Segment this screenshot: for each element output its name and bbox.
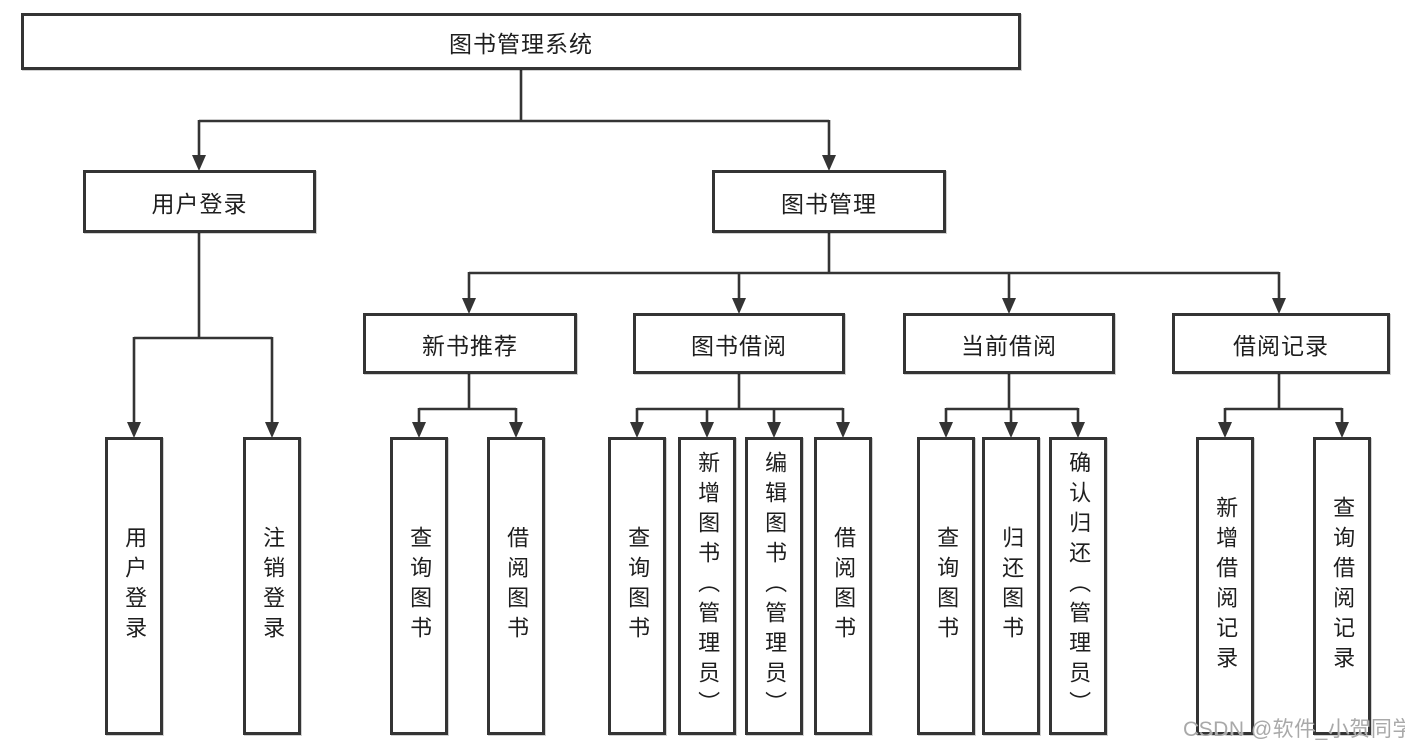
leaf-add-book-admin: 新增图书（管理员） xyxy=(678,437,736,735)
leaf-query-borrow-record: 查询借阅记录 xyxy=(1313,437,1371,735)
node-new-book-recommend: 新书推荐 xyxy=(363,313,577,374)
leaf-user-login-label: 用户登录 xyxy=(122,526,148,646)
leaf-query-books-current-label: 查询图书 xyxy=(934,526,960,646)
leaf-edit-book-admin: 编辑图书（管理员） xyxy=(745,437,803,735)
leaf-add-borrow-record-label: 新增借阅记录 xyxy=(1213,496,1239,676)
leaf-edit-book-admin-label: 编辑图书（管理员） xyxy=(762,451,788,721)
leaf-query-books-borrow-label: 查询图书 xyxy=(625,526,651,646)
node-user-login: 用户登录 xyxy=(83,170,316,233)
leaf-query-books-recommend-label: 查询图书 xyxy=(407,526,433,646)
node-book-management: 图书管理 xyxy=(712,170,946,233)
leaf-query-books-recommend: 查询图书 xyxy=(390,437,448,735)
node-borrow-record: 借阅记录 xyxy=(1172,313,1390,374)
leaf-borrow-books-recommend: 借阅图书 xyxy=(487,437,545,735)
node-book-borrow: 图书借阅 xyxy=(633,313,845,374)
leaf-query-books-current: 查询图书 xyxy=(917,437,975,735)
leaf-logout-login: 注销登录 xyxy=(243,437,301,735)
leaf-borrow-books-borrow-label: 借阅图书 xyxy=(831,526,857,646)
node-current-borrow: 当前借阅 xyxy=(903,313,1115,374)
leaf-borrow-books-borrow: 借阅图书 xyxy=(814,437,872,735)
leaf-return-books-label: 归还图书 xyxy=(999,526,1025,646)
leaf-borrow-books-recommend-label: 借阅图书 xyxy=(504,526,530,646)
csdn-watermark: CSDN @软件_小贺同学 xyxy=(1183,718,1405,741)
leaf-logout-login-label: 注销登录 xyxy=(260,526,286,646)
leaf-query-borrow-record-label: 查询借阅记录 xyxy=(1330,496,1356,676)
leaf-query-books-borrow: 查询图书 xyxy=(608,437,666,735)
leaf-add-borrow-record: 新增借阅记录 xyxy=(1196,437,1254,735)
leaf-add-book-admin-label: 新增图书（管理员） xyxy=(695,451,721,721)
leaf-confirm-return-admin-label: 确认归还（管理员） xyxy=(1066,451,1092,721)
leaf-confirm-return-admin: 确认归还（管理员） xyxy=(1049,437,1107,735)
leaf-return-books: 归还图书 xyxy=(982,437,1040,735)
leaf-user-login: 用户登录 xyxy=(105,437,163,735)
node-library-system: 图书管理系统 xyxy=(21,13,1021,70)
